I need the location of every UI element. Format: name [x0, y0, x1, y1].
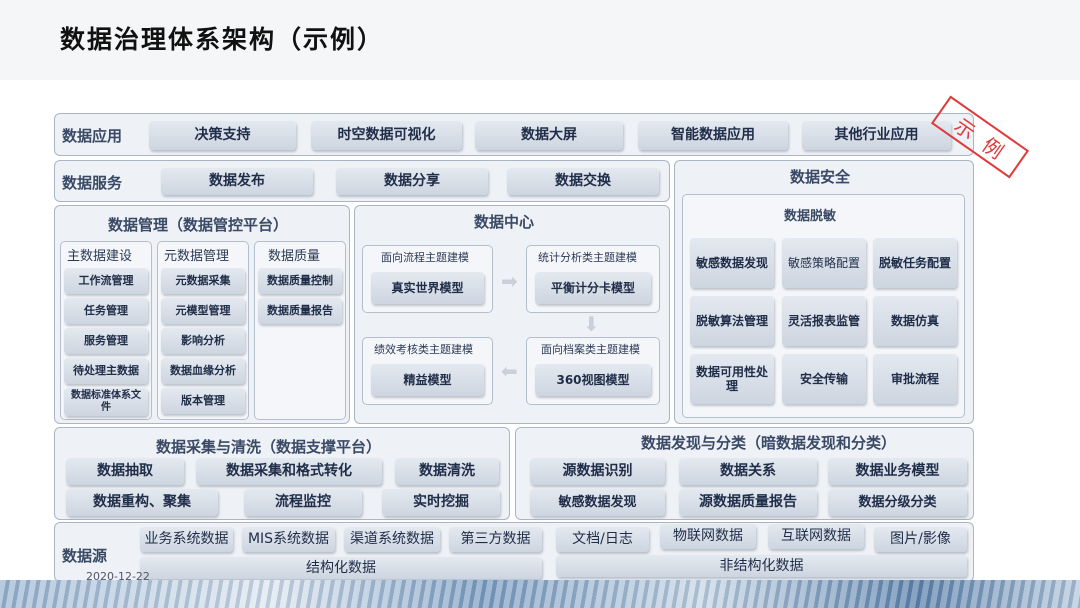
source-label: 数据源: [62, 547, 108, 565]
app-item: 决策支持: [149, 121, 296, 150]
model-group-header: 面向档案类主题建模: [541, 343, 640, 356]
model-group-header: 统计分析类主题建模: [538, 251, 637, 264]
arrow-right-icon: ➡: [501, 269, 518, 293]
metadata-item: 数据血缘分析: [161, 358, 245, 384]
masking-item: 灵活报表监管: [782, 296, 866, 346]
model-item: 360视图模型: [535, 364, 651, 396]
structured-data-bar: 结构化数据: [140, 557, 542, 579]
masking-item: 数据仿真: [873, 296, 957, 346]
master-data-header: 主数据建设: [67, 249, 133, 264]
source-item: 图片/影像: [874, 527, 967, 552]
masking-item: 脱敏任务配置: [873, 238, 957, 288]
discovery-item: 敏感数据发现: [530, 489, 665, 516]
metadata-item: 元数据采集: [161, 268, 245, 294]
app-layer-label: 数据应用: [62, 127, 123, 145]
model-item: 平衡计分卡模型: [535, 272, 651, 304]
discovery-item: 数据分级分类: [828, 489, 967, 516]
master-data-item: 工作流管理: [64, 268, 148, 294]
metadata-item: 版本管理: [161, 388, 245, 414]
source-item: 文档/日志: [556, 527, 649, 552]
app-item: 智能数据应用: [638, 121, 788, 150]
discovery-item: 数据关系: [679, 458, 817, 485]
masking-item: 数据可用性处理: [690, 354, 774, 404]
source-item: 渠道系统数据: [344, 527, 440, 552]
collection-item: 数据抽取: [66, 458, 184, 485]
masking-item: 安全传输: [782, 354, 866, 404]
service-item: 数据分享: [336, 168, 488, 195]
app-item: 时空数据可视化: [311, 121, 462, 150]
footer-image-band: [0, 580, 1080, 608]
source-item: 业务系统数据: [140, 527, 233, 552]
title-bar: [0, 0, 1080, 80]
discovery-item: 源数据质量报告: [679, 489, 817, 516]
quality-item: 数据质量控制: [258, 268, 342, 294]
master-data-item: 待处理主数据: [64, 358, 148, 384]
master-data-item: 服务管理: [64, 328, 148, 354]
data-center-title: 数据中心: [474, 213, 535, 231]
discovery-item: 数据业务模型: [828, 458, 967, 485]
master-data-item: 任务管理: [64, 298, 148, 324]
masking-item: 敏感策略配置: [782, 238, 866, 288]
app-item: 其他行业应用: [802, 121, 951, 150]
model-item: 真实世界模型: [371, 272, 484, 304]
discovery-title: 数据发现与分类（暗数据发现和分类）: [641, 434, 897, 452]
masking-item: 脱敏算法管理: [690, 296, 774, 346]
collection-item: 数据清洗: [395, 458, 499, 485]
collection-title: 数据采集与清洗（数据支撑平台）: [156, 438, 382, 456]
arrow-down-icon: ⬇: [583, 312, 600, 336]
model-item: 精益模型: [371, 364, 484, 396]
collection-item: 流程监控: [244, 489, 362, 516]
collection-item: 数据重构、聚集: [66, 489, 218, 516]
source-item: 第三方数据: [449, 527, 542, 552]
management-title: 数据管理（数据管控平台）: [108, 216, 289, 234]
page-title: 数据治理体系架构（示例）: [60, 25, 385, 54]
model-group-header: 绩效考核类主题建模: [374, 343, 473, 356]
source-item: 物联网数据: [660, 524, 756, 549]
metadata-item: 影响分析: [161, 328, 245, 354]
model-group-header: 面向流程主题建模: [381, 251, 469, 264]
collection-item: 实时挖掘: [382, 489, 500, 516]
masking-item: 审批流程: [873, 354, 957, 404]
quality-header: 数据质量: [268, 249, 321, 264]
metadata-item: 元模型管理: [161, 298, 245, 324]
service-layer-label: 数据服务: [62, 174, 123, 192]
quality-item: 数据质量报告: [258, 298, 342, 324]
service-item: 数据交换: [507, 168, 659, 195]
master-data-item: 数据标准体系文件: [64, 388, 148, 416]
date-label: 2020-12-22: [86, 570, 150, 583]
source-item: 互联网数据: [768, 524, 864, 549]
metadata-header: 元数据管理: [164, 249, 230, 264]
service-item: 数据发布: [161, 168, 313, 195]
discovery-item: 源数据识别: [530, 458, 665, 485]
masking-title: 数据脱敏: [784, 209, 837, 224]
arrow-left-icon: ⬅: [501, 359, 518, 383]
collection-item: 数据采集和格式转化: [196, 458, 382, 485]
source-item: MIS系统数据: [242, 527, 335, 552]
masking-item: 敏感数据发现: [690, 238, 774, 288]
unstructured-data-bar: 非结构化数据: [556, 555, 967, 577]
security-title: 数据安全: [790, 168, 851, 186]
app-item: 数据大屏: [475, 121, 623, 150]
